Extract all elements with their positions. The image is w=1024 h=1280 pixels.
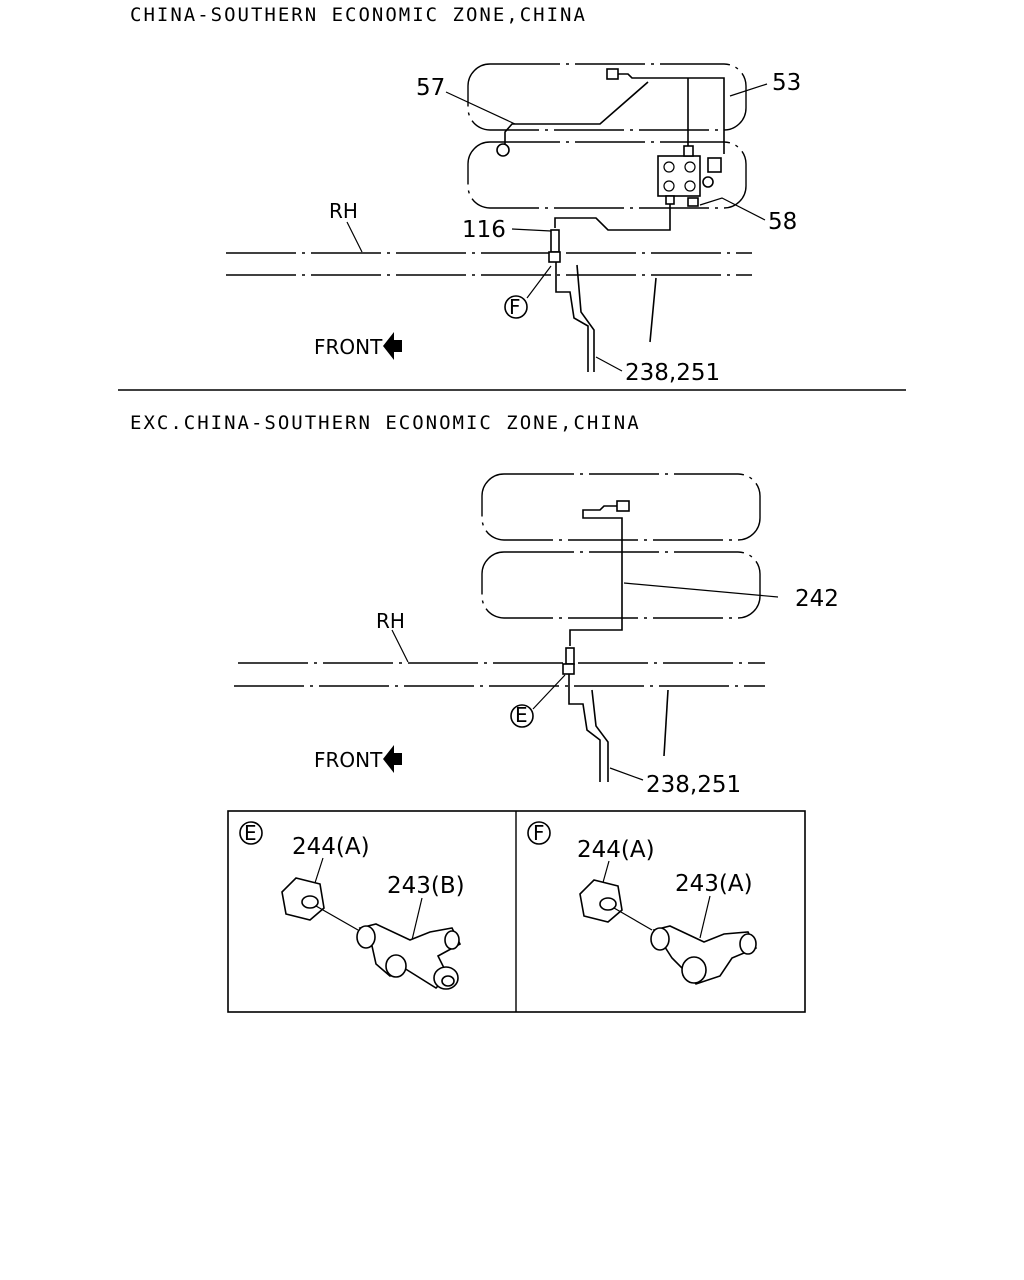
callout-116: 116 [462, 217, 506, 243]
fitting-58 [702, 176, 714, 188]
tee-f-body [548, 251, 561, 263]
leader-53 [729, 83, 768, 97]
tee-boss [681, 956, 707, 984]
tee-e-body [562, 663, 575, 675]
thread-left [356, 925, 376, 949]
top-section: CHINA-SOUTHERN ECONOMIC ZONE,CHINA [130, 4, 801, 386]
leader-57 [445, 91, 516, 125]
sensor-connector [616, 500, 630, 512]
detail-e-tag-letter: E [244, 821, 257, 845]
leader-e [532, 674, 566, 710]
pipe-238 [555, 262, 589, 372]
assembly-line [315, 905, 359, 931]
side-label-rh: RH [329, 199, 358, 223]
leader-f [526, 265, 552, 299]
pipe-242 [569, 505, 623, 646]
pipe-238 [568, 674, 601, 782]
valve-port [684, 161, 696, 173]
frame-member [649, 277, 657, 343]
detail-marker-f [504, 295, 528, 319]
tee-f [550, 229, 560, 253]
tee-boss [385, 954, 407, 978]
assembly-line [613, 907, 653, 931]
leader-rh [346, 221, 363, 253]
detail-e-tag [239, 821, 263, 845]
upper-tank-outline [481, 473, 761, 541]
detail-e-nut-label: 244(A) [292, 834, 370, 860]
leader-238 [595, 356, 623, 372]
detail-e-tee-label: 243(B) [387, 873, 465, 899]
valve-port [684, 180, 696, 192]
detail-marker-f-letter: F [509, 295, 521, 319]
thread-bore [441, 975, 455, 987]
pipe-116 [554, 204, 671, 231]
frame-member [663, 689, 669, 757]
sensor-connector [606, 68, 619, 80]
detail-f-tag-letter: F [533, 821, 545, 845]
callout-57: 57 [416, 75, 445, 101]
front-arrow-icon [383, 332, 402, 360]
harness-57 [504, 81, 649, 145]
lower-tank-outline [481, 551, 761, 619]
front-label: FRONT [314, 748, 383, 772]
callout-238-251: 238,251 [646, 772, 741, 798]
bottom-section: EXC.CHINA-SOUTHERN ECONOMIC ZONE,CHINA 2… [130, 412, 839, 798]
detail-box: E 244(A) 243(B) F 244(A) 243(A) [227, 810, 806, 1013]
side-label-rh: RH [376, 609, 405, 633]
leader-243 [411, 897, 423, 941]
leader-rh [391, 629, 409, 663]
callout-58: 58 [768, 209, 797, 235]
detail-e-panel: E 244(A) 243(B) [239, 821, 465, 990]
detail-f-tag [527, 821, 551, 845]
front-arrow-icon [383, 745, 402, 773]
leader-242 [623, 582, 779, 598]
leader-243 [699, 895, 711, 939]
callout-53: 53 [772, 70, 801, 96]
leader-116 [511, 228, 552, 232]
tee-e [565, 647, 575, 665]
valve-port [663, 180, 675, 192]
nut-bore [301, 895, 319, 909]
thread-right [444, 930, 460, 950]
leader-58 [699, 197, 766, 221]
nut-bore [599, 897, 617, 911]
front-label: FRONT [314, 335, 383, 359]
grommet-57 [496, 143, 510, 157]
valve-connector [683, 145, 694, 157]
callout-242: 242 [795, 586, 839, 612]
leader-244 [313, 857, 324, 887]
detail-f-panel: F 244(A) 243(A) [527, 821, 758, 985]
harness-53 [618, 73, 725, 154]
solenoid-connector [707, 157, 722, 173]
pipe-251 [591, 689, 609, 782]
thread-right [739, 933, 757, 955]
thread-left [650, 927, 670, 951]
leader-238 [609, 767, 644, 781]
detail-f-tee-label: 243(A) [675, 871, 753, 897]
top-heading: CHINA-SOUTHERN ECONOMIC ZONE,CHINA [130, 4, 587, 26]
detail-marker-e-letter: E [515, 703, 528, 727]
valve-outlet [665, 195, 675, 205]
bottom-heading: EXC.CHINA-SOUTHERN ECONOMIC ZONE,CHINA [130, 412, 641, 434]
callout-238-251: 238,251 [625, 360, 720, 386]
detail-f-nut-label: 244(A) [577, 837, 655, 863]
lower-tank-outline [467, 141, 747, 209]
upper-tank-outline [467, 63, 747, 131]
valve-outlet [687, 197, 699, 207]
pipe-251 [576, 264, 595, 372]
valve-port [663, 161, 675, 173]
detail-marker-e [510, 704, 534, 728]
